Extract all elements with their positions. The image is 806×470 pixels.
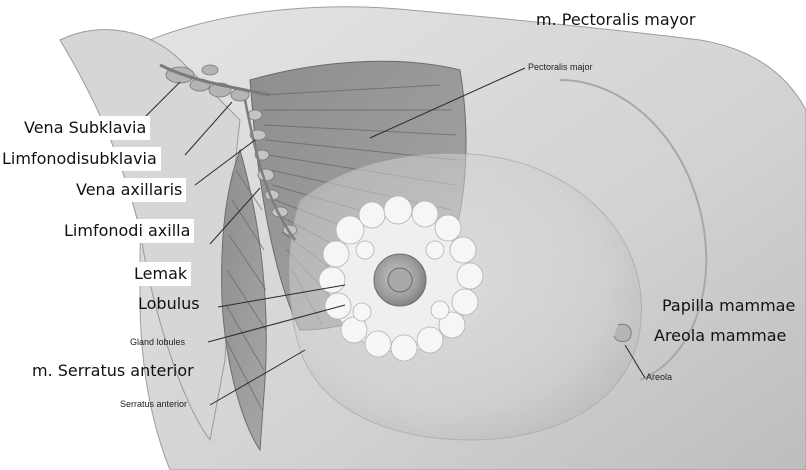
- label-limfonodi-axilla: Limfonodi axilla: [62, 219, 194, 243]
- label-limfonodisubklavia: Limfonodisubklavia: [0, 147, 161, 171]
- label-pectoralis-major-en: Pectoralis major: [528, 63, 593, 72]
- label-gland-lobules-en: Gland lobules: [130, 338, 185, 347]
- label-papilla-mammae: Papilla mammae: [662, 298, 795, 314]
- label-vena-subklavia: Vena Subklavia: [22, 116, 150, 140]
- label-pectoralis-mayor: m. Pectoralis mayor: [536, 12, 695, 28]
- label-serratus-anterior: m. Serratus anterior: [32, 363, 194, 379]
- label-vena-axillaris: Vena axillaris: [74, 178, 186, 202]
- nipple-center: [388, 268, 412, 292]
- label-serratus-anterior-en: Serratus anterior: [120, 400, 187, 409]
- label-areola-mammae: Areola mammae: [654, 328, 786, 344]
- label-areola-en: Areola: [646, 373, 672, 382]
- label-lobulus: Lobulus: [138, 296, 200, 312]
- label-lemak: Lemak: [132, 262, 191, 286]
